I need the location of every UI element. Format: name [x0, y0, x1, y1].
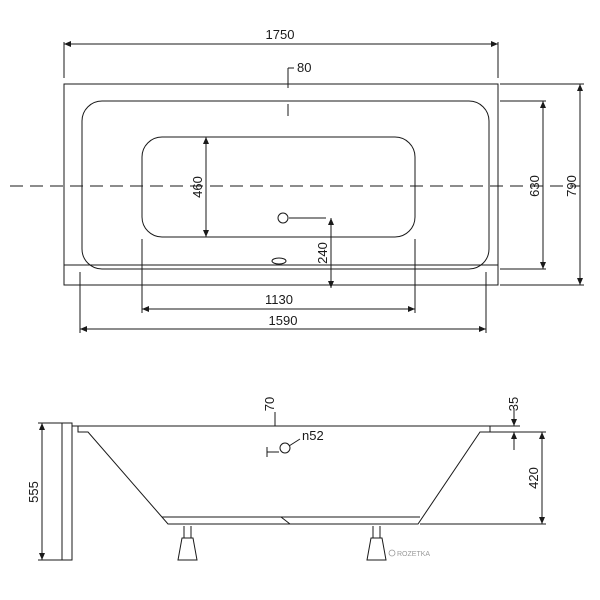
tub-profile — [77, 425, 491, 525]
label-inner-length: 1590 — [269, 313, 298, 328]
tub-bottom-outline — [141, 136, 416, 238]
end-panel — [61, 422, 73, 561]
label-bottom-length: 1130 — [265, 292, 293, 307]
label-bottom-width: 460 — [190, 176, 205, 198]
bottom-seam-line — [280, 516, 291, 525]
label-inner-width: 630 — [527, 175, 542, 197]
top-view-labels: 1750 80 460 630 790 240 1130 1590 — [190, 27, 579, 328]
label-overall-width: 790 — [564, 175, 579, 197]
foot-right — [366, 526, 387, 561]
label-drain-offset: 240 — [315, 242, 330, 264]
watermark-logo-icon — [388, 549, 396, 557]
label-overflow-offset: 80 — [297, 60, 311, 75]
side-view-labels: 70 n52 35 420 555 ROZETKA — [26, 397, 541, 558]
overflow-diameter-leader — [288, 438, 301, 447]
overflow-hole-icon — [277, 212, 289, 224]
label-overflow-diameter: n52 — [302, 428, 324, 443]
tub-inner-basin — [81, 100, 490, 270]
label-overall-length: 1750 — [266, 27, 295, 42]
tub-outer-outline — [63, 83, 499, 286]
label-depth: 420 — [526, 467, 541, 489]
drain-icon — [271, 257, 287, 265]
overflow-hole-side-icon — [279, 442, 291, 454]
label-rim-thickness: 35 — [506, 397, 521, 411]
top-view — [10, 41, 584, 333]
foot-left — [177, 526, 198, 561]
watermark: ROZETKA — [397, 551, 430, 558]
side-view — [38, 408, 546, 561]
label-overflow-height: 70 — [262, 397, 277, 411]
label-panel-height: 555 — [26, 481, 41, 503]
